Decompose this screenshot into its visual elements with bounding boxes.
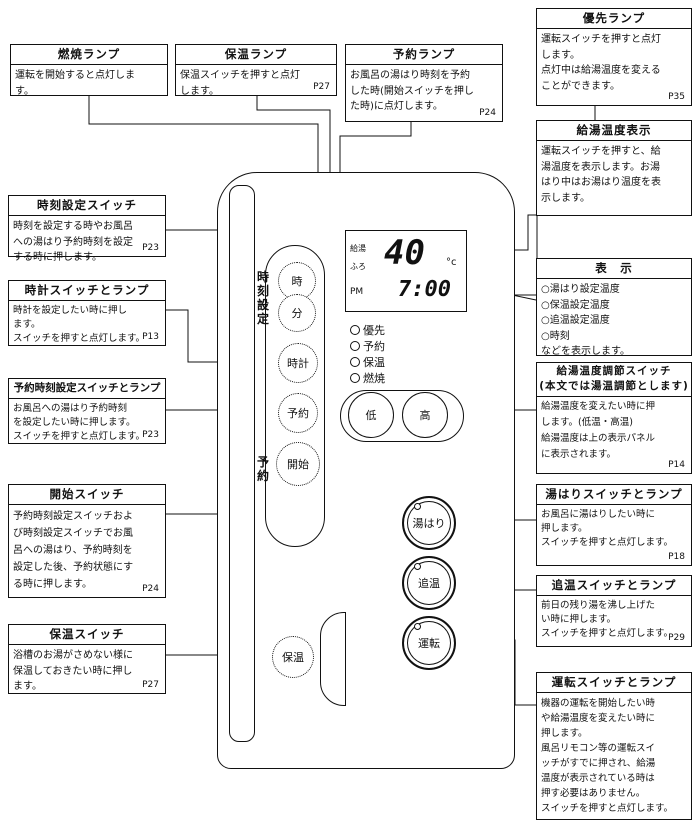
page-ref: P29 (668, 633, 685, 643)
lamp-dot-icon (350, 357, 360, 367)
lamp-yusen: 優先 (350, 322, 385, 338)
kou-button[interactable]: 高 (402, 392, 448, 438)
lamp-label: 予約 (363, 340, 385, 353)
label-kyuto: 給湯 (350, 244, 366, 253)
callout-title: 追温スイッチとランプ (537, 576, 691, 596)
lamp-label: 優先 (363, 324, 385, 337)
callout-hoon-lamp: 保温ランプ 保温スイッチを押すと点灯 します。 P27 (175, 44, 337, 97)
callout-title: 湯はりスイッチとランプ (537, 485, 691, 505)
temperature-unit: °c (446, 257, 457, 268)
ji-button[interactable]: 時 (278, 262, 316, 300)
callout-kyuto-temp: 給湯温度表示 運転スイッチを押すと、給 湯温度を表示します。お湯 はり中はお湯は… (536, 120, 692, 216)
callout-body: 機器の運転を開始したい時 や給湯温度を変えたい時に 押します。 風呂リモコン等の… (541, 698, 674, 814)
callout-title: 燃焼ランプ (11, 45, 167, 65)
callout-body: 時刻を設定する時やお風呂 への湯はり予約時刻を設定 する時に押します。 (13, 221, 133, 263)
label-furo: ふろ (350, 262, 366, 271)
left-door-panel (229, 185, 255, 742)
callout-title: 予約ランプ (346, 45, 502, 65)
callout-body: 運転スイッチを押すと、給 湯温度を表示します。お湯 はり中はお湯はり温度を表 示… (541, 146, 661, 204)
callout-title: 予約時刻設定スイッチとランプ (9, 379, 165, 399)
callout-body: 保温スイッチを押すと点灯 します。 (180, 70, 300, 97)
callout-jikoku-switch: 時刻設定スイッチ 時刻を設定する時やお風呂 への湯はり予約時刻を設定 する時に押… (8, 195, 166, 263)
callout-title: 優先ランプ (537, 9, 691, 29)
callout-yoyaku-jikoku: 予約時刻設定スイッチとランプ お風呂への湯はり予約時刻 を設定したい時に押します… (8, 378, 166, 444)
lamp-dot-icon (350, 325, 360, 335)
yuhari-lamp-icon (414, 503, 421, 510)
page-ref: P24 (479, 108, 496, 118)
callout-yuhari-switch: 湯はりスイッチとランプ お風呂に湯はりしたい時に 押します。 スイッチを押すと点… (536, 484, 692, 566)
callout-oidaki-switch: 追温スイッチとランプ 前日の残り湯を沸し上げた い時に押します。 スイッチを押す… (536, 575, 692, 647)
side-label-yoyaku: 予約 (256, 455, 269, 483)
page-ref: P18 (668, 552, 685, 562)
oidaki-lamp-icon (414, 563, 421, 570)
hoon-lamp-bump (320, 612, 346, 706)
lamp-hoon: 保温 (350, 354, 385, 370)
callout-body: お風呂の湯はり時刻を予約 した時(開始スイッチを押し た時)に点灯します。 (350, 70, 474, 112)
callout-body: 運転を開始すると点灯しま す。 (15, 70, 135, 97)
page-ref: P27 (313, 82, 330, 92)
callout-kyuto-ondo-switch: 給湯温度調節スイッチ (本文では湯温調節とします) 給湯温度を変えたい時に押 し… (536, 362, 692, 474)
page-ref: P27 (142, 680, 159, 690)
page-ref: P35 (668, 92, 685, 102)
callout-body: 運転スイッチを押すと点灯 します。 点灯中は給湯温度を変える ことができます。 (541, 34, 661, 92)
callout-title: 給湯温度表示 (537, 121, 691, 141)
lamp-nenshou: 燃焼 (350, 370, 385, 386)
callout-body: ○湯はり設定温度 ○保温設定温度 ○追温設定温度 ○時刻 などを表示します。 (541, 284, 630, 357)
callout-hyouji: 表 示 ○湯はり設定温度 ○保温設定温度 ○追温設定温度 ○時刻 などを表示しま… (536, 258, 692, 357)
page-ref: P13 (142, 332, 159, 342)
callout-yoyaku-lamp: 予約ランプ お風呂の湯はり時刻を予約 した時(開始スイッチを押し た時)に点灯し… (345, 44, 503, 122)
callout-body: 給湯温度を変えたい時に押 します。(低温・高温) 給湯温度は上の表示パネル に表… (541, 401, 656, 460)
unten-button[interactable]: 運転 (402, 616, 456, 670)
callout-tokei-switch: 時計スイッチとランプ 時計を設定したい時に押し ます。 スイッチを押すと点灯しま… (8, 280, 166, 346)
lamp-label: 保温 (363, 356, 385, 369)
lamp-label: 燃焼 (363, 372, 385, 385)
clock-readout: 7:00 (398, 277, 451, 302)
page-ref: P23 (142, 430, 159, 440)
callout-body: 浴槽のお湯がさめない様に 保温しておきたい時に押し ます。 (13, 650, 133, 692)
yoyaku-button[interactable]: 予約 (278, 393, 318, 433)
unten-lamp-icon (414, 623, 421, 630)
lamp-dot-icon (350, 341, 360, 351)
side-label-jikoku-settei: 時刻設定 (256, 270, 269, 326)
hoon-button[interactable]: 保温 (272, 636, 314, 678)
callout-body: お風呂に湯はりしたい時に 押します。 スイッチを押すと点灯します。 (541, 509, 674, 548)
callout-body: お風呂への湯はり予約時刻 を設定したい時に押します。 スイッチを押すと点灯します… (13, 403, 146, 442)
kaishi-button[interactable]: 開始 (276, 442, 320, 486)
callout-title: 保温ランプ (176, 45, 336, 65)
tokei-button[interactable]: 時計 (278, 343, 318, 383)
callout-yusen-lamp: 優先ランプ 運転スイッチを押すと点灯 します。 点灯中は給湯温度を変える ことが… (536, 8, 692, 106)
callout-title: 運転スイッチとランプ (537, 673, 691, 693)
callout-title: 保温スイッチ (9, 625, 165, 645)
callout-nenshou-lamp: 燃焼ランプ 運転を開始すると点灯しま す。 (10, 44, 168, 97)
tei-button[interactable]: 低 (348, 392, 394, 438)
temperature-readout: 40 (384, 233, 425, 273)
callout-kaishi-switch: 開始スイッチ 予約時刻設定スイッチおよ び時刻設定スイッチでお風 呂への湯はり、… (8, 484, 166, 598)
callout-title: 給湯温度調節スイッチ (本文では湯温調節とします) (537, 363, 691, 397)
page-ref: P23 (142, 243, 159, 253)
ampm-indicator: PM (350, 287, 364, 297)
callout-title: 時計スイッチとランプ (9, 281, 165, 301)
page-ref: P14 (668, 460, 685, 470)
page-ref: P24 (142, 584, 159, 594)
fun-button[interactable]: 分 (278, 294, 316, 332)
callout-title: 表 示 (537, 259, 691, 279)
callout-title: 時刻設定スイッチ (9, 196, 165, 216)
lamp-dot-icon (350, 373, 360, 383)
yuhari-button[interactable]: 湯はり (402, 496, 456, 550)
callout-unten-switch: 運転スイッチとランプ 機器の運転を開始したい時 や給湯温度を変えたい時に 押しま… (536, 672, 692, 820)
oidaki-button[interactable]: 追温 (402, 556, 456, 610)
callout-body: 予約時刻設定スイッチおよ び時刻設定スイッチでお風 呂への湯はり、予約時刻を 設… (13, 511, 134, 590)
lcd-display: 給湯 ふろ 40 °c PM 7:00 (345, 230, 467, 312)
lamp-yoyaku: 予約 (350, 338, 385, 354)
callout-title: 開始スイッチ (9, 485, 165, 505)
callout-body: 前日の残り湯を沸し上げた い時に押します。 スイッチを押すと点灯します。 (541, 600, 674, 639)
callout-body: 時計を設定したい時に押し ます。 スイッチを押すと点灯します。 (13, 305, 146, 344)
callout-hoon-switch: 保温スイッチ 浴槽のお湯がさめない様に 保温しておきたい時に押し ます。 P27 (8, 624, 166, 694)
